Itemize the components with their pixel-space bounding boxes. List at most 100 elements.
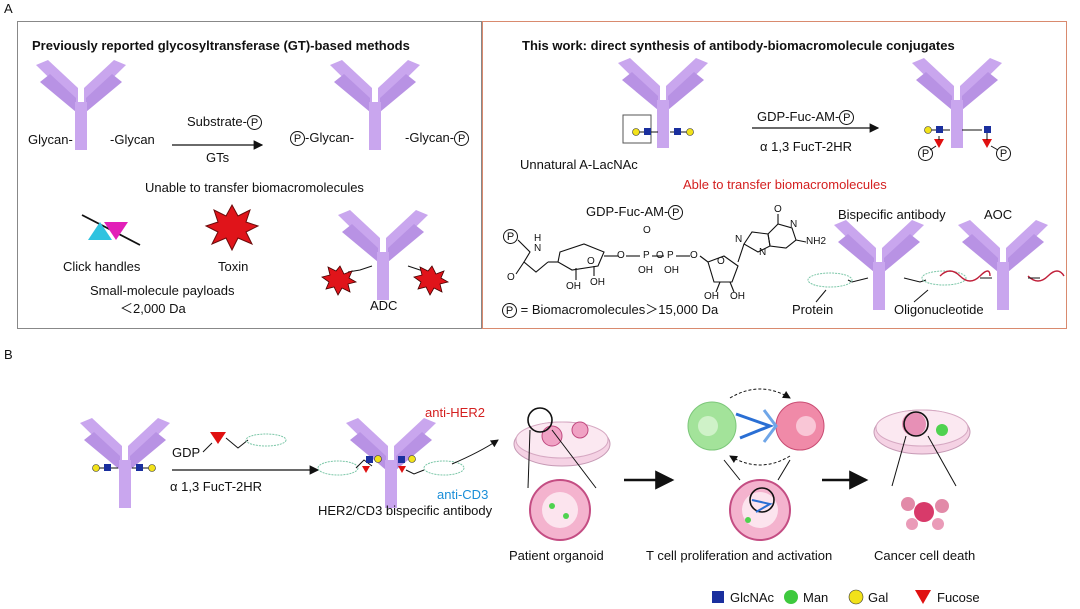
- chem-p-2: P: [667, 250, 674, 261]
- b-conjugate-glycans: [317, 455, 465, 476]
- chem-o-ribose: O: [717, 256, 725, 267]
- chem-oh-r1: OH: [704, 291, 719, 302]
- chem-oh-r2: OH: [730, 291, 745, 302]
- chem-p-1: P: [643, 250, 650, 261]
- chem-oh-2: OH: [590, 277, 605, 288]
- small-molecule-label: Small-molecule payloads: [90, 283, 235, 298]
- bispecific-label: Bispecific antibody: [838, 207, 946, 222]
- bispecific-antibody-icon: [346, 418, 436, 508]
- substrate-label: Substrate-P: [187, 114, 262, 131]
- unable-text: Unable to transfer biomacromolecules: [145, 180, 364, 195]
- lacnac-left-glycan: [632, 128, 658, 136]
- gdp-donor-icon: [202, 432, 287, 453]
- antibody-icon: [912, 58, 1002, 148]
- organoid-cell-icon: [529, 479, 591, 541]
- circled-p-icon: P: [246, 115, 262, 131]
- b-left-glycans: [92, 464, 156, 472]
- circled-p-icon: P: [668, 205, 684, 221]
- organoid-label: Patient organoid: [509, 548, 604, 563]
- circled-p-icon: P: [502, 303, 517, 319]
- conjugate-left-glycan: [924, 126, 950, 151]
- chem-o-link2: O: [656, 250, 664, 261]
- gts-label: GTs: [206, 150, 230, 165]
- cancer-death-dish-icon: [873, 409, 971, 487]
- chem-n-1: N: [735, 234, 743, 245]
- legend-glcnac: GlcNAc: [730, 590, 775, 605]
- glycan-right-label: -Glycan: [110, 132, 155, 147]
- gdp-fuc-am-label: GDP-Fuc-AM-P: [586, 204, 684, 221]
- chem-nh2: NH2: [806, 236, 827, 247]
- circled-p-icon: P: [454, 131, 470, 147]
- p-glycan-left: P-Glycan-: [290, 130, 355, 147]
- p-glycan-left-text: -Glycan-: [305, 130, 355, 145]
- antibody-icon: [618, 58, 708, 148]
- aoc-label: AOC: [984, 207, 1013, 222]
- toxin-icon: [204, 203, 260, 252]
- b-bispecific-label: HER2/CD3 bispecific antibody: [318, 503, 493, 518]
- chem-oh-p1: OH: [638, 265, 653, 276]
- equals-text: = Biomacromolecules＞15,000 Da: [520, 302, 719, 317]
- chem-p-circle: P: [503, 229, 518, 245]
- chem-oh-p2: OH: [664, 265, 679, 276]
- gdp-fuc-am-text: GDP-Fuc-AM-: [586, 204, 669, 219]
- lacnac-right-glycan: [670, 128, 694, 136]
- oligo-label: Oligonucleotide: [894, 302, 984, 317]
- substrate-text: Substrate-: [187, 114, 247, 129]
- right-panel-box: [482, 21, 1067, 329]
- chem-o-link3: O: [690, 250, 698, 261]
- circled-p-icon: P: [839, 110, 855, 126]
- legend-man: Man: [803, 590, 829, 605]
- p-glycan-right-text: -Glycan-: [405, 130, 455, 145]
- p-badge-left: P: [918, 146, 933, 162]
- death-label: Cancer cell death: [874, 548, 976, 563]
- enzyme-label: α 1,3 FucT-2HR: [760, 139, 853, 154]
- panel-label-b: B: [4, 347, 13, 362]
- unnatural-label: Unnatural A-LacNAc: [520, 157, 638, 172]
- left-panel-box: [17, 21, 482, 329]
- right-panel-title: This work: direct synthesis of antibody-…: [522, 38, 955, 53]
- chem-o-link1: O: [617, 250, 625, 261]
- chem-o-dbl: O: [643, 225, 651, 236]
- bispecific-antibody-icon: [807, 220, 967, 310]
- size-limit-label: ＜2,000 Da: [120, 301, 186, 316]
- legend-fucose: Fucose: [937, 590, 980, 605]
- aoc-icon: [939, 220, 1065, 310]
- legend-gal: Gal: [868, 590, 889, 605]
- chem-h: H: [534, 233, 542, 244]
- click-handles-label: Click handles: [63, 259, 141, 274]
- gdp-fuc-am-structure: [515, 214, 807, 293]
- circled-p-icon: P: [996, 146, 1011, 162]
- chem-o-guan: O: [774, 204, 782, 215]
- chem-oh-1: OH: [566, 281, 581, 292]
- man-legend-icon: [784, 590, 798, 604]
- antibody-icon: [80, 418, 170, 508]
- p-glycan-right: -Glycan-P: [405, 130, 470, 147]
- gdp-label: GDP: [172, 445, 201, 460]
- panel-label-a: A: [4, 1, 13, 16]
- dead-cells-icon: [901, 497, 949, 530]
- t-cell-organoid-icon: [729, 479, 791, 541]
- chem-n: N: [534, 243, 542, 254]
- circled-p-icon: P: [503, 229, 518, 245]
- tcell-label: T cell proliferation and activation: [646, 548, 833, 563]
- glcnac-legend-icon: [712, 591, 724, 603]
- fucose-legend-icon: [915, 590, 931, 604]
- equals-label: P = Biomacromolecules＞15,000 Da: [502, 302, 719, 319]
- conjugate-right-glycan: [962, 126, 999, 151]
- donor-text: GDP-Fuc-AM-: [757, 109, 840, 124]
- adc-icon: [321, 210, 450, 300]
- circled-p-icon: P: [290, 131, 305, 147]
- chem-n-2: N: [759, 247, 767, 258]
- anti-her2-label: anti-HER2: [425, 405, 485, 420]
- anti-cd3-label: anti-CD3: [437, 487, 489, 502]
- chem-nh-guan: N: [790, 219, 798, 230]
- chem-o-ring: O: [587, 256, 595, 267]
- toxin-label: Toxin: [218, 259, 249, 274]
- click-handle-icon: [81, 214, 141, 246]
- t-cell-engagement-icon: [687, 388, 825, 481]
- p-badge-right: P: [996, 146, 1011, 162]
- able-text: Able to transfer biomacromolecules: [683, 177, 887, 192]
- organoid-dish-icon: [513, 407, 611, 489]
- left-panel-title: Previously reported glycosyltransferase …: [32, 38, 410, 53]
